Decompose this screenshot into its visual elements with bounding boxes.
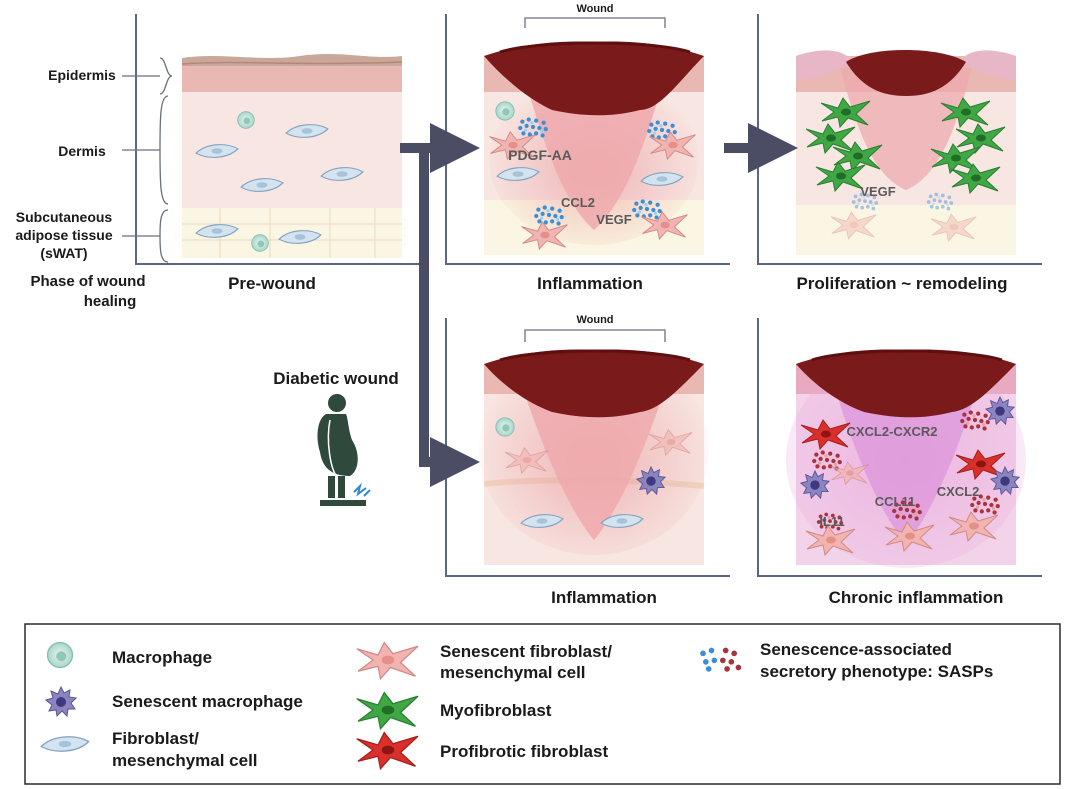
label-swat-line1: Subcutaneous	[16, 209, 113, 225]
legend-fibroblast-label-line2: mesenchymal cell	[112, 751, 258, 770]
legend-myofibroblast-label: Myofibroblast	[440, 701, 552, 720]
diabetic-inflammation-frame	[445, 318, 730, 577]
label-swat-line2: adipose tissue	[15, 227, 112, 243]
title-proliferation: Proliferation ~ remodeling	[796, 274, 1007, 293]
cytokine-vegf-inflammation: VEGF	[596, 212, 631, 227]
wound-bracket-top	[524, 17, 666, 28]
proliferation-tissue	[796, 50, 1016, 255]
title-chronic-inflammation: Chronic inflammation	[829, 588, 1004, 607]
legend-profibrotic-label: Profibrotic fibroblast	[440, 742, 608, 761]
diabetic-inflammation-tissue	[479, 345, 709, 565]
chronic-inflammation-tissue	[786, 349, 1026, 568]
title-inflammation: Inflammation	[537, 274, 643, 293]
diabetic-wound-label: Diabetic wound	[273, 369, 399, 388]
legend-box	[24, 623, 1061, 785]
proliferation-frame	[757, 14, 1042, 265]
inflammation-tissue	[484, 41, 704, 255]
title-pre-wound: Pre-wound	[228, 274, 316, 293]
label-swat-line3: (sWAT)	[40, 245, 87, 261]
legend-senescent-fibroblast-label-line2: mesenchymal cell	[440, 663, 586, 682]
cytokine-cxcl2: CXCL2	[937, 484, 980, 499]
row-label-line1: Phase of wound	[30, 273, 145, 290]
cytokine-ccl11: CCL11	[875, 494, 915, 509]
legend-macrophage-label: Macrophage	[112, 648, 212, 667]
cytokine-il11: IL11	[819, 514, 844, 529]
wound-bracket-label-bottom: Wound	[576, 314, 613, 326]
legend-senescent-macrophage-label: Senescent macrophage	[112, 692, 303, 711]
legend-macrophage-icon	[46, 641, 74, 669]
label-dermis: Dermis	[58, 143, 106, 159]
legend-fibroblast-label-line1: Fibroblast/	[112, 729, 199, 748]
obese-person-icon	[317, 394, 371, 506]
pre-wound-frame	[135, 14, 420, 265]
dermis-bracket	[122, 95, 169, 205]
pre-wound-tissue	[181, 54, 403, 258]
flow-arrows	[400, 123, 798, 487]
row-label-line2: healing	[84, 293, 137, 310]
wound-bracket-bottom	[524, 329, 666, 342]
cytokine-vegf-proliferation: VEGF	[860, 184, 895, 199]
inflammation-frame	[445, 14, 730, 265]
epidermis-bracket	[122, 57, 173, 95]
legend-sasp-label-line2: secretory phenotype: SASPs	[760, 662, 993, 681]
cytokine-cxcl2-cxcr2: CXCL2-CXCR2	[846, 424, 937, 439]
title-diabetic-inflammation: Inflammation	[551, 588, 657, 607]
wound-bracket-label-top: Wound	[576, 3, 613, 15]
cytokine-pdgf-aa: PDGF-AA	[508, 147, 572, 163]
legend-senescent-fibroblast-label-line1: Senescent fibroblast/	[440, 642, 612, 661]
label-epidermis: Epidermis	[48, 67, 116, 83]
swat-bracket	[122, 209, 169, 263]
legend-sasp-label-line1: Senescence-associated	[760, 640, 952, 659]
cytokine-ccl2: CCL2	[561, 195, 595, 210]
chronic-frame	[757, 318, 1042, 577]
